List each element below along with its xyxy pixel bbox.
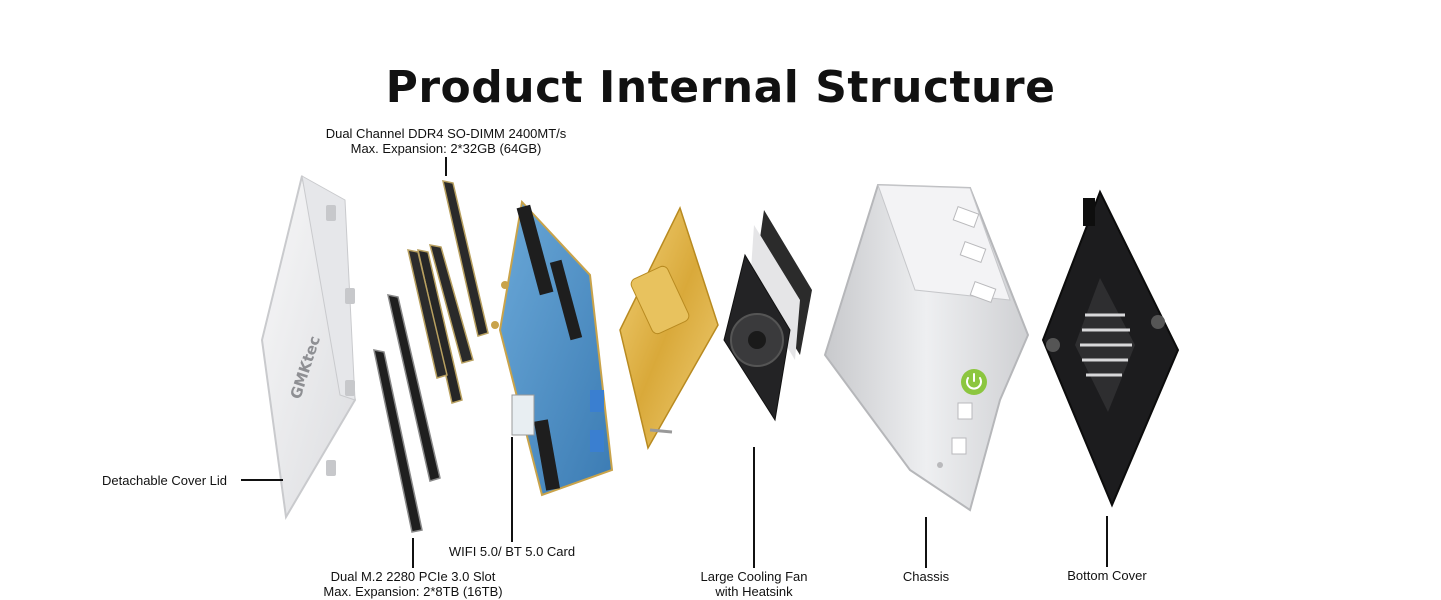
cover-lid-part: GMKtec bbox=[260, 175, 357, 520]
page-title: Product Internal Structure bbox=[385, 62, 1056, 113]
fan-label-line2: with Heatsink bbox=[715, 584, 793, 599]
fan-heatsink-part bbox=[723, 210, 812, 422]
ram-label-line1: Dual Channel DDR4 SO-DIMM 2400MT/s bbox=[325, 126, 567, 141]
chassis-label-line1: Chassis bbox=[902, 569, 950, 584]
ram-label-line2: Max. Expansion: 2*32GB (64GB) bbox=[350, 141, 542, 156]
ssd-label: Dual M.2 2280 PCIe 3.0 Slot Max. Expansi… bbox=[288, 569, 538, 599]
fan-icon bbox=[730, 313, 784, 367]
ssd-modules-part bbox=[373, 294, 441, 533]
ram-modules-part bbox=[407, 180, 489, 404]
power-button-icon bbox=[961, 369, 987, 395]
ssd-label-line2: Max. Expansion: 2*8TB (16TB) bbox=[323, 584, 503, 599]
heatpipe-part bbox=[619, 206, 719, 451]
fan-label-line1: Large Cooling Fan bbox=[700, 569, 808, 584]
ram-label: Dual Channel DDR4 SO-DIMM 2400MT/s Max. … bbox=[296, 126, 596, 156]
chassis-part bbox=[823, 183, 1030, 512]
bottom-cover-part bbox=[1041, 189, 1180, 508]
cover-lid-label: Detachable Cover Lid bbox=[102, 473, 227, 488]
bottom-cover-label: Bottom Cover bbox=[1047, 568, 1167, 583]
bottom-cover-label-line1: Bottom Cover bbox=[1067, 568, 1147, 583]
ssd-label-line1: Dual M.2 2280 PCIe 3.0 Slot bbox=[330, 569, 496, 584]
wifi-label-line1: WIFI 5.0/ BT 5.0 Card bbox=[448, 544, 576, 559]
wifi-label: WIFI 5.0/ BT 5.0 Card bbox=[442, 544, 582, 559]
cover-lid-label-line1: Detachable Cover Lid bbox=[102, 473, 228, 488]
chassis-label: Chassis bbox=[876, 569, 976, 584]
motherboard-part bbox=[491, 199, 614, 497]
fan-label: Large Cooling Fan with Heatsink bbox=[674, 569, 834, 599]
